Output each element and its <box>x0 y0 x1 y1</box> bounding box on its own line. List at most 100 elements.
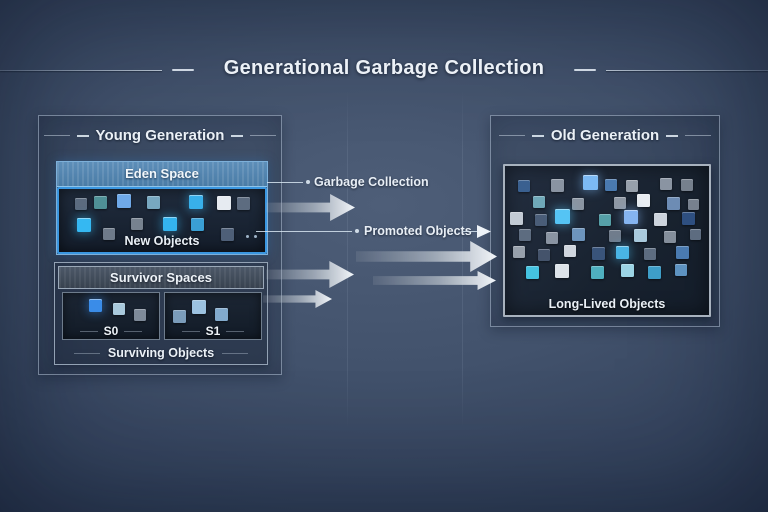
old-generation-label: Old Generation <box>550 127 660 144</box>
memory-object-square <box>163 217 177 231</box>
memory-object-square <box>189 195 203 209</box>
title-dash-left <box>172 69 194 71</box>
young-generation-label: Young Generation <box>95 127 225 144</box>
arrow-promotion-secondary <box>373 271 496 290</box>
promoted-objects-connector-line <box>256 231 352 232</box>
memory-object-square <box>217 196 231 210</box>
long-lived-objects-caption: Long-Lived Objects <box>548 297 666 311</box>
garbage-collection-connector-dot <box>306 180 310 184</box>
eden-space-title: Eden Space <box>125 166 199 181</box>
title-dash-right <box>574 69 596 71</box>
young-generation-box: Young Generation Eden Space New Objects … <box>38 115 282 375</box>
surviving-objects-label: Surviving Objects <box>107 346 215 360</box>
memory-object-square <box>682 212 695 225</box>
memory-object-square <box>667 197 680 210</box>
promoted-objects-connector-dot <box>355 229 359 233</box>
new-objects-caption: New Objects <box>124 234 200 248</box>
memory-object-square <box>605 179 617 191</box>
arrow-promoted-main <box>356 241 497 272</box>
memory-object-square <box>513 246 525 258</box>
memory-object-square <box>654 213 667 226</box>
memory-object-square <box>621 264 634 277</box>
s0-label: S0 <box>103 324 119 338</box>
memory-object-square <box>624 210 638 224</box>
memory-object-square <box>637 194 650 207</box>
memory-object-square <box>192 300 206 314</box>
memory-object-square <box>626 180 638 192</box>
survivor-spaces-header: Survivor Spaces <box>58 266 264 289</box>
memory-object-square <box>191 218 204 231</box>
decorative-rule <box>498 135 525 136</box>
memory-object-square <box>94 196 107 209</box>
memory-object-square <box>518 180 530 192</box>
memory-object-square <box>634 229 647 242</box>
old-generation-box: Old Generation Long-Lived Objects <box>490 115 720 327</box>
memory-object-square <box>664 231 676 243</box>
decorative-rule <box>222 352 249 354</box>
memory-object-square <box>609 230 621 242</box>
memory-object-square <box>538 249 550 261</box>
memory-object-square <box>592 247 605 260</box>
memory-object-square <box>591 266 604 279</box>
old-generation-panel: Long-Lived Objects <box>503 164 711 317</box>
memory-object-square <box>113 303 125 315</box>
promoted-objects-arrowhead <box>477 225 491 238</box>
memory-object-square <box>89 299 102 312</box>
memory-object-square <box>614 197 626 209</box>
survivor-spaces-box: Survivor Spaces S0 S1 Surviving Objects <box>54 262 268 365</box>
decorative-rule <box>79 330 98 332</box>
ellipsis-dot <box>246 235 249 238</box>
memory-object-square <box>676 246 689 259</box>
memory-object-square <box>546 232 558 244</box>
memory-object-square <box>681 179 693 191</box>
memory-object-square <box>173 310 186 323</box>
memory-object-square <box>675 264 687 276</box>
memory-object-square <box>564 245 576 257</box>
memory-object-square <box>572 228 585 241</box>
memory-object-square <box>526 266 539 279</box>
memory-object-square <box>77 218 91 232</box>
old-generation-title: Old Generation <box>491 127 719 144</box>
memory-object-square <box>648 266 661 279</box>
decorative-rule <box>181 330 200 332</box>
memory-object-square <box>688 199 699 210</box>
title-rule-right <box>606 70 768 71</box>
memory-object-square <box>690 229 701 240</box>
eden-space-header: Eden Space <box>57 162 267 187</box>
memory-object-square <box>555 264 569 278</box>
memory-object-square <box>221 228 234 241</box>
page-title: Generational Garbage Collection <box>223 57 545 79</box>
memory-object-square <box>519 229 531 241</box>
memory-object-square <box>599 214 611 226</box>
memory-object-square <box>75 198 87 210</box>
decorative-rule <box>73 352 100 354</box>
decorative-dash <box>666 134 679 137</box>
decorative-dash <box>76 134 89 137</box>
decorative-rule <box>124 330 143 332</box>
eden-space-box: Eden Space New Objects <box>56 161 268 255</box>
memory-object-square <box>134 309 146 321</box>
surviving-objects-caption: Surviving Objects <box>55 346 267 360</box>
decorative-dash <box>231 134 244 137</box>
decorative-dash <box>531 134 544 137</box>
background-seam-line <box>347 90 348 428</box>
memory-object-square <box>103 228 115 240</box>
memory-object-square <box>660 178 672 190</box>
memory-object-square <box>117 194 131 208</box>
memory-object-square <box>147 196 160 209</box>
s1-label-row: S1 <box>165 324 261 338</box>
memory-object-square <box>572 198 584 210</box>
memory-object-square <box>131 218 143 230</box>
memory-object-square <box>533 196 545 208</box>
memory-object-square <box>535 214 547 226</box>
decorative-rule <box>43 135 70 136</box>
memory-object-square <box>551 179 564 192</box>
garbage-collection-label: Garbage Collection <box>314 175 429 189</box>
promoted-objects-connector-line2 <box>462 231 478 232</box>
ellipsis-dot <box>254 235 257 238</box>
memory-object-square <box>644 248 656 260</box>
young-generation-title: Young Generation <box>39 127 281 144</box>
survivor-spaces-title: Survivor Spaces <box>110 270 212 285</box>
decorative-rule <box>226 330 245 332</box>
garbage-collection-connector-line <box>267 182 303 183</box>
